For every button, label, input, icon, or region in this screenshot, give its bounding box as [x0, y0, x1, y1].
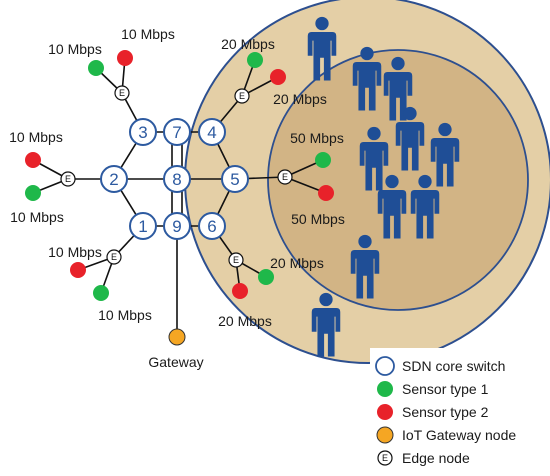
- switch-9[interactable]: 9: [163, 212, 191, 240]
- edge-node[interactable]: E: [277, 169, 293, 185]
- svg-text:Sensor type 1: Sensor type 1: [402, 381, 489, 397]
- edge-node[interactable]: E: [234, 88, 250, 104]
- svg-text:E: E: [282, 172, 288, 182]
- sensor-type-2[interactable]: [270, 69, 286, 85]
- switch-label: 8: [172, 170, 181, 189]
- switch-4[interactable]: 4: [198, 118, 226, 146]
- edge-node[interactable]: E: [60, 171, 76, 187]
- bandwidth-labels: 10 Mbps 10 Mbps 20 Mbps 20 Mbps 10 Mbps …: [9, 26, 345, 329]
- sensor-type-1[interactable]: [88, 60, 104, 76]
- switch-6[interactable]: 6: [198, 212, 226, 240]
- switch-7[interactable]: 7: [163, 118, 191, 146]
- legend-item-switch: SDN core switch: [375, 356, 505, 376]
- sensor2-icon: [377, 404, 393, 420]
- sensor1-icon: [377, 381, 393, 397]
- bandwidth-label: 10 Mbps: [48, 41, 102, 57]
- svg-text:E: E: [65, 174, 71, 184]
- sdn-switches: 1 2 3 4 5 6 7 8 9: [100, 118, 249, 240]
- bandwidth-label: 50 Mbps: [290, 130, 344, 146]
- switch-label: 4: [207, 123, 216, 142]
- svg-text:SDN core switch: SDN core switch: [402, 358, 505, 374]
- edge-node[interactable]: E: [106, 249, 122, 265]
- edge-icon: [377, 450, 393, 466]
- sensor-type-1[interactable]: [247, 52, 263, 68]
- switch-icon: [375, 356, 395, 376]
- sensor-type-2[interactable]: [117, 50, 133, 66]
- bandwidth-label: 10 Mbps: [48, 244, 102, 260]
- svg-text:Sensor type 2: Sensor type 2: [402, 404, 489, 420]
- switch-3[interactable]: 3: [129, 118, 157, 146]
- switch-1[interactable]: 1: [129, 212, 157, 240]
- gateway-icon: [376, 426, 394, 444]
- switch-5[interactable]: 5: [221, 165, 249, 193]
- edge-node[interactable]: E: [228, 252, 244, 268]
- bandwidth-label: 20 Mbps: [273, 91, 327, 107]
- bandwidth-label: 50 Mbps: [291, 211, 345, 227]
- sensor-type-1[interactable]: [258, 269, 274, 285]
- iot-gateway-node[interactable]: [168, 328, 186, 346]
- svg-text:E: E: [239, 91, 245, 101]
- sensor-type-1[interactable]: [315, 152, 331, 168]
- switch-2[interactable]: 2: [100, 165, 128, 193]
- bandwidth-label: 20 Mbps: [270, 255, 324, 271]
- edge-node[interactable]: E: [114, 85, 130, 101]
- legend-item-sensor1: Sensor type 1: [377, 381, 489, 397]
- svg-text:IoT Gateway node: IoT Gateway node: [402, 427, 516, 443]
- bandwidth-label: 10 Mbps: [10, 209, 64, 225]
- legend-item-edge: E Edge node: [377, 450, 470, 466]
- sensor-type-1[interactable]: [25, 185, 41, 201]
- switch-label: 5: [230, 170, 239, 189]
- switch-label: 7: [172, 123, 181, 142]
- bandwidth-label: 10 Mbps: [98, 307, 152, 323]
- bandwidth-label: 10 Mbps: [9, 129, 63, 145]
- svg-text:E: E: [111, 252, 117, 262]
- switch-label: 9: [172, 217, 181, 236]
- legend-item-sensor2: Sensor type 2: [377, 404, 489, 420]
- edge-nodes: E E E E E E: [60, 85, 293, 268]
- svg-text:E: E: [119, 88, 125, 98]
- bandwidth-label: 10 Mbps: [121, 26, 175, 42]
- sensor-type-2[interactable]: [232, 283, 248, 299]
- switch-label: 3: [138, 123, 147, 142]
- bandwidth-label: 20 Mbps: [221, 36, 275, 52]
- sensor-type-2[interactable]: [25, 152, 41, 168]
- sensor-type-1[interactable]: [93, 285, 109, 301]
- svg-text:Edge node: Edge node: [402, 450, 470, 466]
- switch-label: 2: [109, 170, 118, 189]
- sensors: [25, 50, 334, 301]
- svg-text:E: E: [233, 255, 239, 265]
- bandwidth-label: 20 Mbps: [218, 313, 272, 329]
- gateway-label: Gateway: [148, 354, 203, 370]
- sensor-type-2[interactable]: [318, 185, 334, 201]
- legend-item-gateway: IoT Gateway node: [376, 426, 516, 444]
- switch-label: 6: [207, 217, 216, 236]
- sensor-type-2[interactable]: [70, 262, 86, 278]
- switch-8[interactable]: 8: [163, 165, 191, 193]
- switch-label: 1: [138, 217, 147, 236]
- legend: SDN core switch Sensor type 1 Sensor typ…: [370, 348, 548, 472]
- svg-text:E: E: [382, 453, 388, 463]
